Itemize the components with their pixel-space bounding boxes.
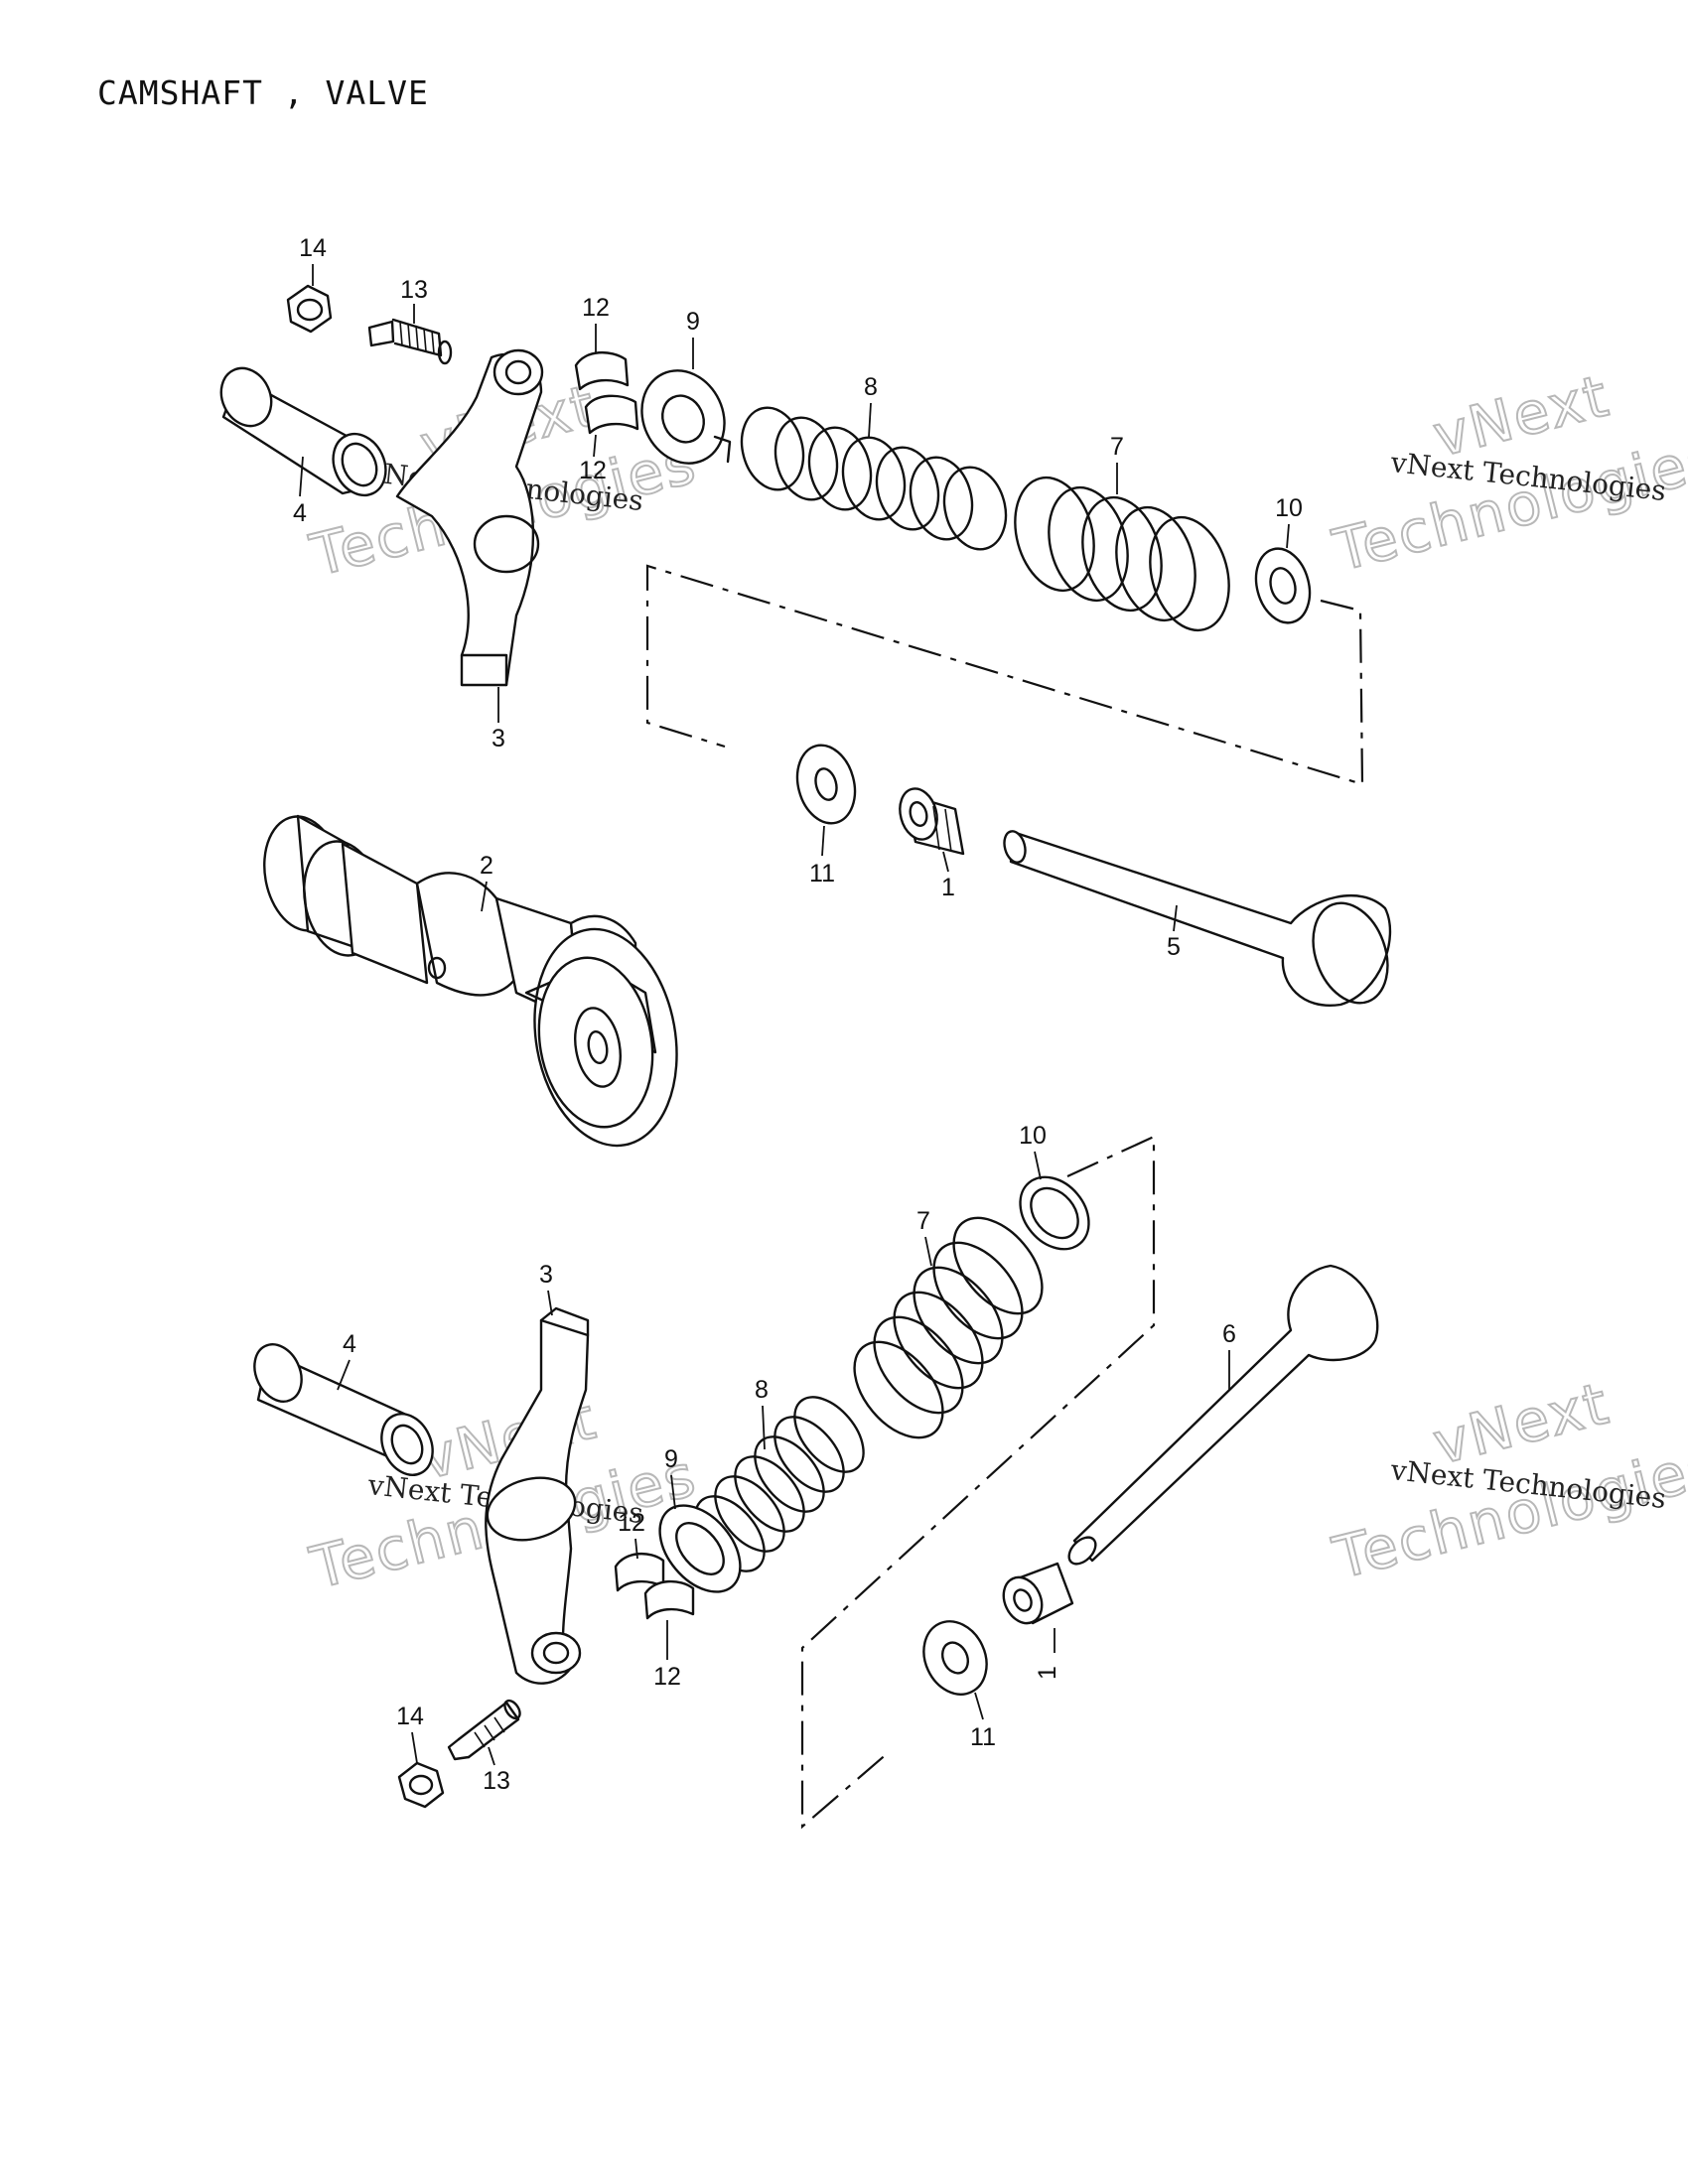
callout-12-bottom-b: 12: [653, 1620, 681, 1691]
svg-text:4: 4: [343, 1330, 356, 1358]
svg-text:12: 12: [618, 1509, 645, 1537]
svg-text:5: 5: [1167, 933, 1181, 961]
part-14-nut-top: [286, 284, 333, 334]
part-7-outer-spring-bottom: [853, 1216, 1044, 1439]
part-5-intake-valve: [1003, 830, 1392, 1008]
svg-text:11: 11: [809, 860, 835, 887]
svg-text:11: 11: [970, 1723, 996, 1751]
callout-10-top: 10: [1275, 494, 1303, 549]
callout-9-top: 9: [686, 308, 700, 369]
callout-12-top-b: 12: [579, 434, 607, 484]
part-13-adjust-screw-bottom: [447, 1699, 521, 1761]
page-title: CAMSHAFT , VALVE: [97, 73, 429, 112]
svg-text:2: 2: [480, 852, 493, 880]
part-14-nut-bottom: [397, 1761, 445, 1809]
callout-1-top: 1: [941, 851, 955, 901]
svg-text:1: 1: [1034, 1666, 1061, 1680]
svg-text:8: 8: [864, 373, 878, 401]
part-12-cotter-bottom-b: [643, 1579, 695, 1620]
svg-text:7: 7: [1110, 433, 1124, 461]
callout-14-bottom: 14: [396, 1703, 424, 1764]
callout-3-bottom: 3: [539, 1261, 553, 1316]
part-8-inner-spring-top: [740, 406, 1008, 551]
callout-7-top: 7: [1110, 433, 1124, 494]
part-9-spring-retainer-bottom: [658, 1504, 742, 1593]
watermark-bottom-right: vNext Technologies vNext Technologies: [1326, 1368, 1688, 1593]
callout-14-top: 14: [299, 234, 327, 286]
svg-text:10: 10: [1019, 1122, 1047, 1150]
part-2-camshaft: [263, 814, 678, 1148]
svg-text:3: 3: [492, 725, 505, 752]
svg-text:13: 13: [400, 276, 428, 304]
callout-4-bottom: 4: [337, 1330, 356, 1391]
callout-1-bottom: 1: [1034, 1628, 1061, 1680]
svg-text:3: 3: [539, 1261, 553, 1289]
part-4-rocker-shaft-top: [219, 366, 387, 497]
part-1-stem-seal-top: [899, 787, 965, 856]
callout-12-top-a: 12: [582, 294, 610, 353]
svg-text:8: 8: [755, 1376, 769, 1404]
part-3-rocker-arm-top: [395, 348, 544, 687]
part-9-spring-retainer-top: [640, 369, 732, 465]
callout-2: 2: [480, 852, 493, 912]
part-3-rocker-arm-bottom: [485, 1306, 590, 1685]
part-12-cotter-top-b: [584, 394, 639, 435]
part-4-rocker-shaft-bottom: [253, 1343, 434, 1476]
part-11-washer-bottom: [922, 1620, 988, 1696]
assembly-dashed-outline-bottom: [800, 1135, 1156, 1830]
part-10-spring-seat-top: [1254, 547, 1312, 624]
part-12-cotter-top-a: [574, 351, 630, 391]
part-10-spring-seat-bottom: [1019, 1175, 1090, 1251]
callout-8-bottom: 8: [755, 1376, 769, 1450]
callout-10-bottom: 10: [1019, 1122, 1047, 1180]
svg-text:12: 12: [653, 1663, 681, 1691]
svg-text:14: 14: [299, 234, 327, 262]
callout-8-top: 8: [864, 373, 878, 438]
svg-text:1: 1: [941, 874, 955, 901]
svg-text:4: 4: [293, 499, 307, 527]
callout-3-top: 3: [492, 687, 505, 752]
part-7-outer-spring-top: [1014, 476, 1230, 632]
callout-13-top: 13: [400, 276, 428, 324]
callout-7-bottom: 7: [916, 1207, 932, 1267]
svg-text:12: 12: [582, 294, 610, 322]
watermark-top-right: vNext Technologies vNext Technologies: [1326, 360, 1688, 586]
callout-9-bottom: 9: [664, 1445, 678, 1510]
svg-text:6: 6: [1222, 1320, 1236, 1348]
callout-6: 6: [1222, 1320, 1236, 1390]
callout-11-top: 11: [809, 825, 835, 887]
svg-text:9: 9: [686, 308, 700, 336]
callout-4-top: 4: [293, 456, 307, 527]
part-11-washer-top: [795, 744, 857, 825]
part-6-exhaust-valve: [1067, 1264, 1379, 1566]
svg-text:10: 10: [1275, 494, 1303, 522]
svg-text:7: 7: [916, 1207, 930, 1235]
callout-12-bottom-a: 12: [618, 1509, 645, 1560]
svg-text:14: 14: [396, 1703, 424, 1730]
part-8-inner-spring-bottom: [694, 1396, 865, 1572]
svg-text:12: 12: [579, 457, 607, 484]
svg-text:9: 9: [664, 1445, 678, 1473]
assembly-dashed-outline-top: [645, 564, 1364, 786]
callout-13-bottom: 13: [483, 1746, 510, 1795]
part-1-stem-seal-bottom: [1002, 1562, 1074, 1625]
callout-5: 5: [1167, 904, 1181, 961]
part-13-adjust-screw-top: [367, 318, 453, 365]
svg-text:13: 13: [483, 1767, 510, 1795]
callout-11-bottom: 11: [970, 1692, 996, 1751]
